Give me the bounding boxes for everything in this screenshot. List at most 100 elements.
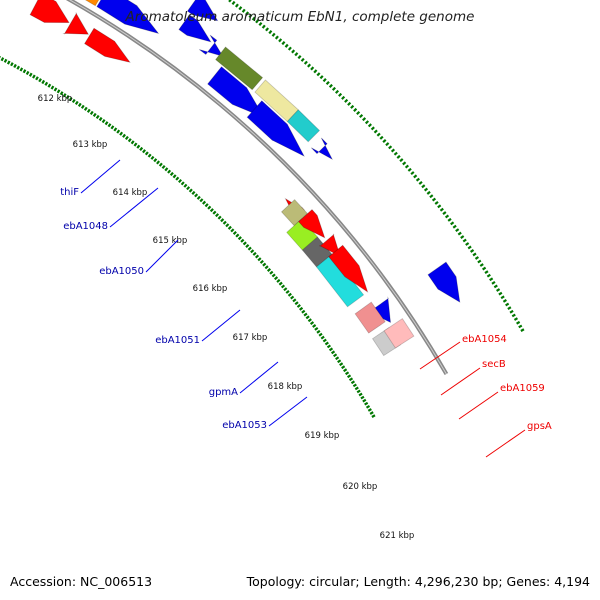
outer-tick-mark — [452, 224, 457, 229]
inner-tick-mark — [333, 353, 338, 358]
outer-tick-mark — [362, 117, 367, 122]
inner-tick-mark — [312, 324, 317, 328]
outer-tick-mark — [496, 288, 501, 292]
outer-tick-mark — [404, 164, 409, 169]
inner-tick-mark — [346, 374, 352, 379]
outer-tick-mark — [444, 214, 450, 219]
inner-tick-mark — [92, 112, 97, 117]
inner-tick-mark — [186, 186, 191, 191]
outer-tick-mark — [325, 80, 330, 86]
gene-label-ebA1050: ebA1050 — [99, 266, 144, 277]
outer-tick-mark — [388, 145, 393, 150]
scale-tick-label: 612 kbp — [38, 94, 73, 104]
inner-tick-mark — [207, 205, 212, 210]
accession-text: Accession: NC_006513 — [10, 574, 153, 589]
inner-tick-mark — [237, 236, 242, 241]
inner-tick-mark — [296, 304, 301, 308]
inner-tick-mark — [74, 100, 79, 105]
inner-tick-mark — [59, 91, 64, 96]
inner-tick-mark — [47, 83, 52, 88]
outer-tick-mark — [281, 41, 286, 46]
inner-tick-mark — [217, 215, 222, 220]
outer-tick-mark — [353, 107, 358, 112]
outer-tick-mark — [284, 43, 289, 48]
outer-tick-mark — [379, 135, 384, 140]
inner-tick-mark — [269, 270, 274, 275]
inner-tick-mark — [98, 116, 103, 122]
outer-tick-mark — [434, 200, 439, 205]
inner-tick-mark — [250, 249, 255, 254]
inner-tick-mark — [104, 121, 109, 126]
inner-tick-mark — [25, 70, 30, 76]
gene-red-inner-top — [29, 0, 70, 24]
inner-tick-mark — [299, 306, 304, 311]
inner-tick-mark — [10, 62, 14, 67]
inner-tick-mark — [320, 335, 325, 340]
inner-tick-mark — [326, 344, 331, 349]
outer-tick-mark — [442, 211, 447, 215]
inner-tick-mark — [142, 149, 146, 154]
inner-tick-mark — [309, 321, 315, 326]
gene-ebA1048 — [186, 0, 219, 22]
outer-tick-mark — [364, 120, 370, 125]
inner-tick-mark — [38, 78, 42, 83]
outer-tick-mark — [241, 8, 246, 13]
inner-tick-mark — [314, 326, 319, 331]
gene-ebA1050-olive — [215, 46, 264, 91]
outer-tick-mark — [507, 306, 512, 310]
inner-tick-mark — [175, 176, 180, 181]
inner-tick-mark — [153, 158, 158, 163]
outer-tick-mark — [413, 174, 418, 179]
outer-tick-mark — [505, 302, 510, 307]
inner-tick-mark — [167, 169, 172, 174]
gene-ebA1050 — [207, 66, 265, 119]
inner-tick-mark — [303, 312, 308, 317]
outer-tick-mark — [455, 228, 460, 233]
inner-tick-mark — [266, 268, 272, 272]
inner-tick-mark — [133, 142, 138, 147]
inner-tick-mark — [255, 254, 260, 259]
inner-tick-mark — [352, 383, 357, 388]
outer-tick-mark — [457, 231, 462, 236]
inner-tick-mark — [172, 174, 177, 179]
gene-ebA1051 — [246, 100, 306, 158]
inner-tick-mark — [350, 380, 356, 385]
outer-tick-mark — [322, 78, 327, 83]
outer-tick-mark — [402, 161, 407, 166]
inner-tick-mark — [220, 218, 225, 223]
outer-tick-mark — [423, 187, 429, 192]
inner-tick-mark — [71, 98, 76, 104]
inner-tick-mark — [196, 195, 201, 200]
outer-tick-mark — [482, 266, 487, 271]
inner-tick-mark — [348, 377, 354, 382]
inner-tick-mark — [330, 350, 336, 355]
outer-tick-mark — [439, 207, 444, 212]
outer-tick-mark — [265, 27, 270, 32]
inner-tick-mark — [86, 108, 91, 113]
scale-tick-label: 613 kbp — [73, 140, 108, 150]
gene-label-leader — [485, 429, 526, 458]
inner-tick-mark — [271, 273, 276, 278]
outer-tick-mark — [418, 180, 423, 185]
inner-tick-mark — [259, 259, 264, 264]
outer-tick-mark — [316, 72, 321, 77]
inner-tick-mark — [144, 151, 149, 156]
gene-label-ebA1053: ebA1053 — [222, 420, 267, 431]
inner-tick-mark — [209, 208, 214, 213]
inner-tick-mark — [122, 133, 126, 138]
inner-tick-mark — [257, 257, 262, 262]
inner-tick-mark — [294, 301, 299, 306]
inner-tick-mark — [204, 203, 209, 208]
outer-tick-mark — [307, 63, 312, 68]
outer-tick-mark — [228, 0, 232, 3]
inner-tick-mark — [264, 265, 269, 270]
gene-thiF — [178, 14, 212, 43]
inner-tick-mark — [305, 315, 310, 320]
outer-tick-mark — [287, 46, 292, 51]
outer-tick-mark — [347, 101, 352, 106]
gene-blue-far-bottom — [427, 261, 461, 303]
outer-tick-mark — [313, 69, 318, 74]
inner-tick-mark — [156, 160, 160, 165]
inner-tick-mark — [278, 281, 283, 286]
outer-tick-mark — [274, 35, 279, 40]
